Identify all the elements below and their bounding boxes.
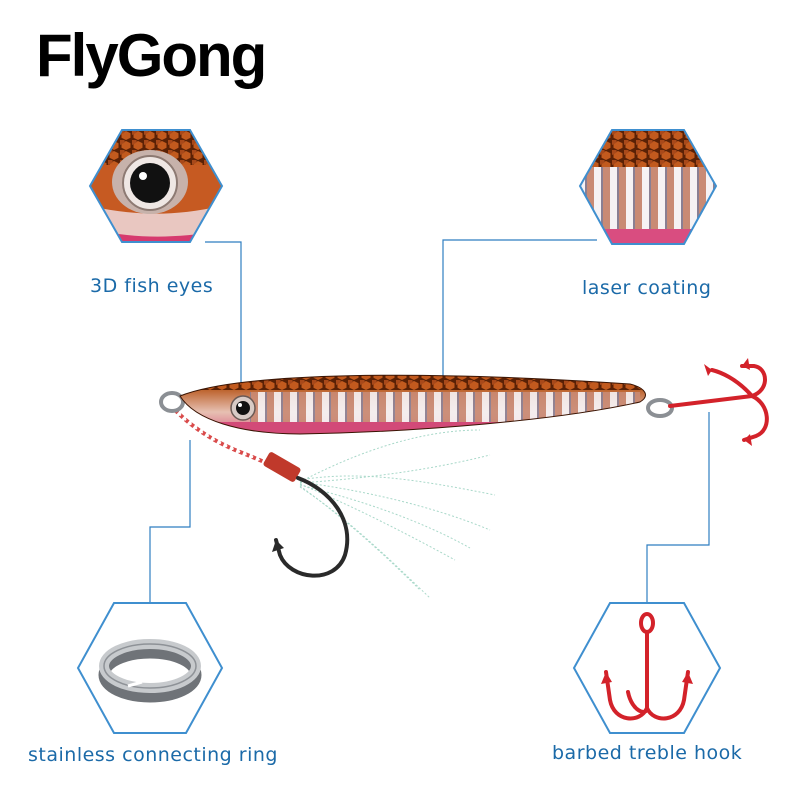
feature-label-eyes: 3D fish eyes bbox=[90, 275, 214, 297]
treble-hook-icon bbox=[572, 602, 722, 734]
lure-body bbox=[179, 374, 646, 435]
fish-eye-closeup-icon bbox=[88, 129, 224, 243]
feature-label-coating: laser coating bbox=[582, 277, 712, 299]
leader-lines bbox=[149, 239, 710, 603]
leader-line-hook bbox=[646, 412, 710, 603]
fly-tail-fibers bbox=[299, 429, 496, 599]
leader-line-coating bbox=[442, 239, 597, 400]
feature-label-hook: barbed treble hook bbox=[552, 742, 743, 764]
rear-split-ring bbox=[646, 398, 674, 418]
jig-lure-illustration bbox=[159, 358, 769, 599]
front-split-ring bbox=[159, 391, 185, 413]
brand-title: FlyGong bbox=[36, 22, 267, 89]
assist-hook bbox=[274, 476, 350, 578]
laser-coating-closeup-icon bbox=[578, 129, 718, 245]
feature-label-ring: stainless connecting ring bbox=[28, 744, 278, 766]
split-ring-icon bbox=[76, 602, 224, 734]
leader-line-eyes bbox=[205, 241, 242, 395]
leader-line-ring bbox=[149, 440, 191, 603]
lure-treble-hook bbox=[668, 364, 769, 442]
